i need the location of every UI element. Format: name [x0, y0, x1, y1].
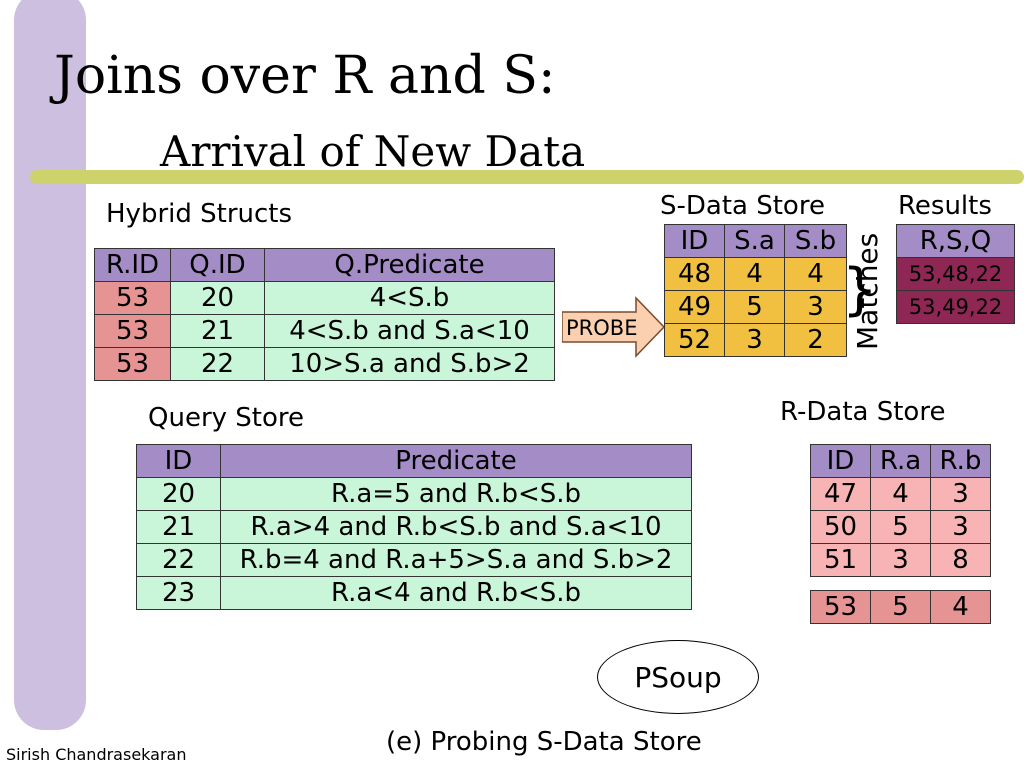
table-cell: 4: [870, 477, 931, 511]
table-row: 22 R.b=4 and R.a+5>S.a and S.b>2: [136, 543, 692, 577]
title-underline: [30, 170, 1024, 184]
hybrid-structs-label: Hybrid Structs: [106, 199, 293, 229]
header-cell: ID: [136, 444, 221, 478]
caption: (e) Probing S-Data Store: [386, 727, 702, 757]
probe-label: PROBE: [566, 316, 637, 340]
table-cell: 3: [930, 477, 991, 511]
table-row: 50 5 3: [810, 510, 991, 544]
table-cell: 4: [784, 257, 847, 291]
table-cell: 2: [784, 323, 847, 357]
header-cell: R,S,Q: [896, 224, 1015, 258]
table-cell: 47: [810, 477, 871, 511]
table-cell: 20: [170, 281, 265, 315]
table-row: 51 3 8: [810, 543, 991, 577]
table-cell: 52: [664, 323, 725, 357]
header-cell: Predicate: [220, 444, 692, 478]
header-cell: ID: [664, 224, 725, 258]
header-cell: Q.Predicate: [264, 248, 555, 282]
table-cell: 5: [870, 590, 931, 624]
table-header-row: R.ID Q.ID Q.Predicate: [94, 248, 555, 282]
s-data-store-label: S-Data Store: [660, 191, 825, 221]
table-row: 48 4 4: [664, 257, 847, 291]
results-table: R,S,Q 53,48,22 53,49,22: [896, 224, 1015, 324]
s-data-store-table: ID S.a S.b 48 4 4 49 5 3 52 3 2: [664, 224, 847, 357]
psoup-label: PSoup: [634, 660, 722, 694]
table-cell: 3: [784, 290, 847, 324]
table-cell: 50: [810, 510, 871, 544]
table-header-row: ID Predicate: [136, 444, 692, 478]
table-row: 53 20 4<S.b: [94, 281, 555, 315]
table-cell: 53: [810, 590, 871, 624]
table-cell: 3: [724, 323, 785, 357]
table-cell: 3: [930, 510, 991, 544]
table-cell: 4: [724, 257, 785, 291]
table-header-row: R,S,Q: [896, 224, 1015, 258]
header-cell: R.ID: [94, 248, 171, 282]
query-store-table: ID Predicate 20 R.a=5 and R.b<S.b 21 R.a…: [136, 444, 692, 610]
probe-arrow-icon: PROBE: [562, 296, 666, 358]
table-cell: 21: [170, 314, 265, 348]
table-cell: R.a>4 and R.b<S.b and S.a<10: [220, 510, 692, 544]
table-cell: R.b=4 and R.a+5>S.a and S.b>2: [220, 543, 692, 577]
table-header-row: ID S.a S.b: [664, 224, 847, 258]
table-row: 53 5 4: [810, 590, 991, 624]
table-cell: R.a<4 and R.b<S.b: [220, 576, 692, 610]
r-data-store-label: R-Data Store: [780, 397, 946, 427]
r-new-tuple-table: 53 5 4: [810, 590, 991, 624]
header-cell: R.a: [870, 444, 931, 478]
table-cell: 8: [930, 543, 991, 577]
table-row: 49 5 3: [664, 290, 847, 324]
slide-title: Joins over R and S:: [54, 46, 556, 106]
header-cell: S.a: [724, 224, 785, 258]
table-cell: 10>S.a and S.b>2: [264, 347, 555, 381]
table-cell: 53: [94, 347, 171, 381]
sidebar-decoration: [14, 0, 86, 730]
table-row: 53,48,22: [896, 257, 1015, 291]
table-cell: 4: [930, 590, 991, 624]
table-cell: 49: [664, 290, 725, 324]
results-label: Results: [898, 191, 992, 221]
table-row: 53 21 4<S.b and S.a<10: [94, 314, 555, 348]
header-cell: ID: [810, 444, 871, 478]
table-row: 53 22 10>S.a and S.b>2: [94, 347, 555, 381]
table-cell: 4<S.b: [264, 281, 555, 315]
hybrid-structs-table: R.ID Q.ID Q.Predicate 53 20 4<S.b 53 21 …: [94, 248, 555, 381]
table-cell: 51: [810, 543, 871, 577]
table-row: 47 4 3: [810, 477, 991, 511]
table-cell: 53: [94, 314, 171, 348]
table-cell: 22: [170, 347, 265, 381]
r-data-store-table: ID R.a R.b 47 4 3 50 5 3 51 3 8: [810, 444, 991, 577]
matches-brace: }: [842, 257, 878, 322]
header-cell: S.b: [784, 224, 847, 258]
table-row: 53,49,22: [896, 290, 1015, 324]
table-row: 20 R.a=5 and R.b<S.b: [136, 477, 692, 511]
table-cell: 3: [870, 543, 931, 577]
table-cell: 53,49,22: [896, 290, 1015, 324]
author-name: Sirish Chandrasekaran: [6, 745, 187, 764]
table-header-row: ID R.a R.b: [810, 444, 991, 478]
slide-subtitle: Arrival of New Data: [160, 127, 586, 176]
query-store-label: Query Store: [148, 403, 304, 433]
table-cell: 20: [136, 477, 221, 511]
table-cell: 4<S.b and S.a<10: [264, 314, 555, 348]
table-cell: R.a=5 and R.b<S.b: [220, 477, 692, 511]
header-cell: Q.ID: [170, 248, 265, 282]
table-cell: 23: [136, 576, 221, 610]
table-cell: 22: [136, 543, 221, 577]
table-cell: 48: [664, 257, 725, 291]
table-row: 21 R.a>4 and R.b<S.b and S.a<10: [136, 510, 692, 544]
matches-label: Matches: [851, 232, 884, 350]
table-cell: 21: [136, 510, 221, 544]
table-cell: 53: [94, 281, 171, 315]
table-cell: 5: [870, 510, 931, 544]
table-cell: 53,48,22: [896, 257, 1015, 291]
header-cell: R.b: [930, 444, 991, 478]
table-cell: 5: [724, 290, 785, 324]
table-row: 52 3 2: [664, 323, 847, 357]
psoup-oval: PSoup: [597, 640, 759, 714]
table-row: 23 R.a<4 and R.b<S.b: [136, 576, 692, 610]
